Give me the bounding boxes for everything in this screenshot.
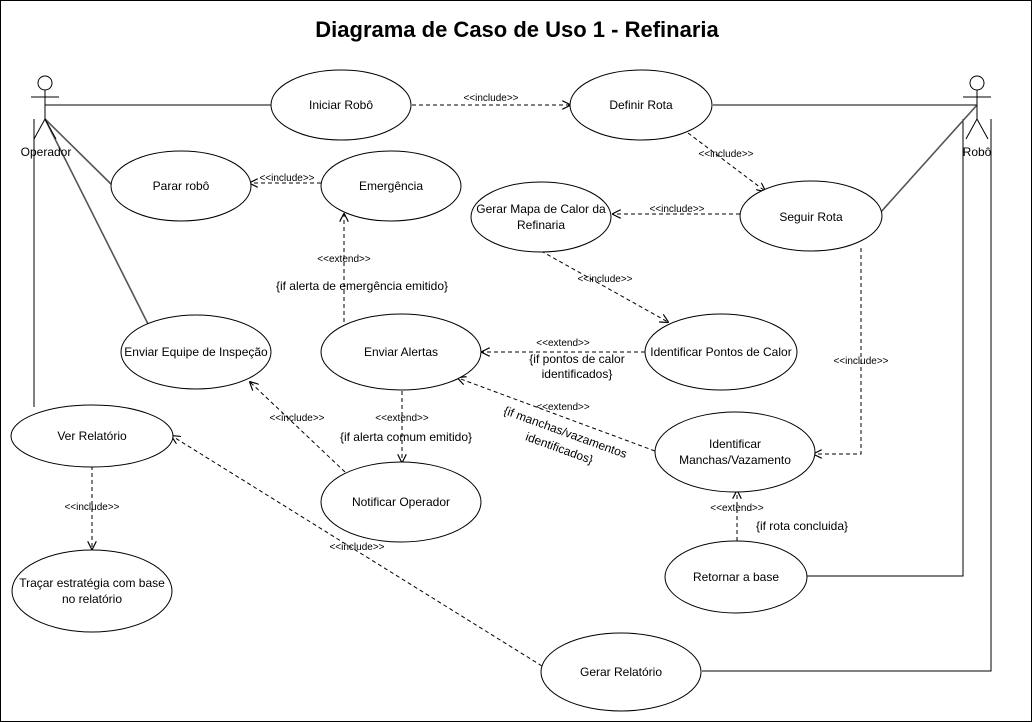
- uc-enviar-equipe: [120, 314, 272, 390]
- guard-alerta-emergencia: {if alerta de emergência emitido}: [276, 279, 448, 293]
- actor-operador-label: Operador: [21, 145, 72, 159]
- guard-pontos-calor-2: identificados}: [542, 367, 613, 381]
- uc-definir-rota: [569, 69, 713, 141]
- uc-parar-robo-label: Parar robô: [153, 179, 210, 193]
- include-gerar-ver: [172, 436, 543, 667]
- use-cases: [10, 69, 883, 712]
- stereo-extend-pontos-alertas: <<extend>>: [536, 338, 590, 349]
- include-definir-seguir: [687, 132, 765, 191]
- associations: [33, 104, 992, 672]
- uc-iniciar-robo-label: Iniciar Robô: [309, 98, 373, 112]
- diagram-title: Diagrama de Caso de Uso 1 - Refinaria: [315, 17, 719, 42]
- uc-parar-robo: [110, 150, 252, 222]
- assoc-robo-seguir: [879, 104, 978, 214]
- uc-retornar-base-label: Retornar a base: [693, 570, 779, 584]
- uc-identificar-manchas: [654, 411, 816, 493]
- stereo-extend-alertas-emergencia: <<extend>>: [317, 254, 371, 265]
- dependencies: [92, 105, 862, 667]
- actor-robo-label: Robô: [963, 145, 992, 159]
- uc-gerar-mapa-label-2: Refinaria: [517, 218, 565, 232]
- assoc-robo-retornar: [807, 119, 964, 577]
- uc-notificar-operador: [320, 461, 482, 543]
- stereo-extend-alertas-notificar: <<extend>>: [375, 413, 429, 424]
- uc-notificar-operador-label: Notificar Operador: [352, 495, 450, 509]
- stereo-include-ver-tracar: <<include>>: [64, 502, 119, 513]
- uc-ver-relatorio-label: Ver Relatório: [57, 429, 127, 443]
- guard-alerta-comum: {if alerta comum emitido}: [340, 430, 472, 444]
- uc-emergencia-label: Emergência: [359, 179, 423, 193]
- uc-enviar-alertas-label: Enviar Alertas: [364, 345, 438, 359]
- uc-gerar-mapa-label-1: Gerar Mapa de Calor da: [476, 202, 606, 216]
- uc-enviar-alertas: [320, 313, 482, 391]
- uc-identificar-pontos: [644, 313, 798, 391]
- uc-enviar-equipe-label: Enviar Equipe de Inspeção: [124, 345, 268, 359]
- stereo-include-iniciar-definir: <<include>>: [463, 93, 518, 104]
- stereo-include-mapa-pontos: <<include>>: [577, 274, 632, 285]
- uc-definir-rota-label: Definir Rota: [609, 98, 673, 112]
- actor-robo: [963, 75, 991, 140]
- stereo-include-gerar-ver: <<include>>: [329, 542, 384, 553]
- uc-gerar-relatorio: [540, 632, 702, 712]
- include-mapa-pontos: [540, 250, 668, 322]
- uc-emergencia: [320, 150, 462, 222]
- uc-seguir-rota: [739, 180, 883, 252]
- uc-gerar-mapa: [470, 181, 612, 253]
- uc-seguir-rota-label: Seguir Rota: [779, 210, 843, 224]
- uc-retornar-base: [664, 540, 808, 614]
- uc-tracar-estrategia-label-1: Traçar estratégia com base: [19, 576, 165, 590]
- stereo-extend-retornar-manchas: <<extend>>: [710, 503, 764, 514]
- actor-operador: [31, 75, 59, 140]
- uc-identificar-manchas-label-1: Identificar: [709, 437, 761, 451]
- assoc-operador-enviar-equipe: [44, 118, 149, 325]
- actor-operador-head: [37, 75, 53, 91]
- include-notificar-equipe: [250, 382, 346, 473]
- actor-robo-head: [969, 75, 985, 91]
- stereo-include-notificar-equipe: <<include>>: [269, 413, 324, 424]
- stereo-include-emergencia-parar: <<include>>: [259, 173, 314, 184]
- uc-ver-relatorio: [10, 404, 174, 468]
- assoc-operador-parar: [44, 118, 113, 186]
- assoc-robo-gerar-relatorio: [702, 119, 992, 672]
- include-seguir-manchas: [814, 248, 862, 454]
- uc-gerar-relatorio-label: Gerar Relatório: [580, 665, 662, 679]
- stereo-extend-manchas-alertas: <<extend>>: [536, 402, 590, 413]
- guard-rota-concluida: {if rota concluida}: [756, 519, 848, 533]
- stereo-include-seguir-manchas: <<include>>: [833, 356, 888, 367]
- uc-tracar-estrategia-label-2: no relatório: [62, 592, 122, 606]
- uc-iniciar-robo: [270, 69, 412, 141]
- stereo-include-seguir-mapa: <<include>>: [649, 204, 704, 215]
- uc-identificar-manchas-label-2: Manchas/Vazamento: [679, 453, 791, 467]
- extend-manchas-alertas: [458, 378, 656, 452]
- uc-identificar-pontos-label: Identificar Pontos de Calor: [650, 345, 791, 359]
- uc-tracar-estrategia: [11, 549, 173, 633]
- stereo-include-definir-seguir: <<include>>: [698, 149, 753, 160]
- guard-pontos-calor-1: {if pontos de calor: [529, 352, 624, 366]
